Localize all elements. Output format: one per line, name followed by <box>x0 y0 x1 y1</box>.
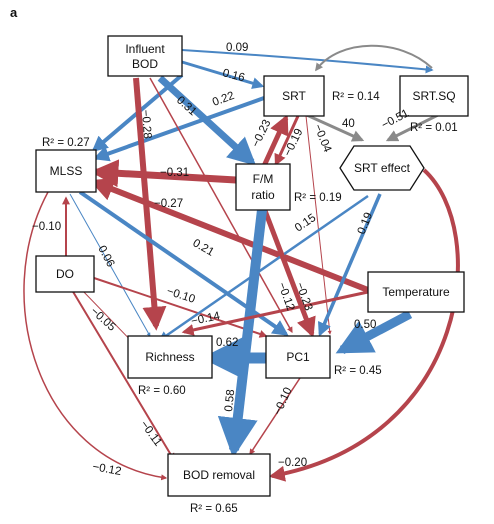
coef-mlss-rich: 0.06 <box>95 244 116 269</box>
edge-temp-pc1 <box>335 310 413 354</box>
node-pc1 <box>265 335 331 379</box>
node-label-influent-bod-1: Influent <box>125 42 165 56</box>
r2-mlss: R² = 0.27 <box>42 137 90 149</box>
node-temperature <box>367 271 465 313</box>
node-labels: Influent BOD SRT SRT.SQ MLSS F/M ratio S… <box>50 42 456 482</box>
node-label-fm-2: ratio <box>251 188 275 202</box>
node-label-do: DO <box>56 267 74 281</box>
edge-fm-mlss <box>90 159 237 188</box>
coef-do-mlss: −0.10 <box>32 221 61 233</box>
coef-eff-rich: 0.15 <box>293 212 318 234</box>
nodes <box>35 35 469 497</box>
coef-eff-bodrem: −0.20 <box>278 457 307 469</box>
edge-eff-pc1 <box>317 193 382 337</box>
node-label-fm-1: F/M <box>253 172 274 186</box>
node-label-srt-sq: SRT.SQ <box>412 89 455 103</box>
edge-fm-pc1 <box>261 207 316 338</box>
coef-bod-srt: 0.16 <box>221 67 246 84</box>
edge-eff-bodrem <box>268 168 460 482</box>
edge-mlss-rich <box>69 193 151 337</box>
coef-pc1-bodrem: −0.10 <box>272 386 295 417</box>
coef-srt-eff: 40 <box>342 118 355 130</box>
edge-bod-pc1 <box>149 77 293 334</box>
coef-mlss-pc1: 0.21 <box>191 237 216 259</box>
coef-eff-pc1: 0.19 <box>356 211 376 236</box>
r2-srt-sq: R² = 0.01 <box>410 122 458 134</box>
edge-mlss-bodrem <box>23 191 168 481</box>
coef-pc1-rich: 0.62 <box>216 337 238 349</box>
node-fm-ratio <box>235 163 291 211</box>
coef-fm-srt: −0.23 <box>250 118 274 149</box>
edge-do-bodrem <box>71 289 175 462</box>
coef-fm-mlss: −0.31 <box>160 167 189 179</box>
edge-srt-eff <box>299 110 365 142</box>
edge-bod-fm <box>157 75 257 166</box>
r2-richness: R² = 0.60 <box>138 385 186 397</box>
r2-fm-ratio: R² = 0.19 <box>294 192 342 204</box>
coef-fm-bodrem: 0.58 <box>223 389 237 413</box>
node-srt <box>263 75 325 117</box>
node-label-influent-bod-2: BOD <box>132 57 158 71</box>
panel-label: a <box>10 5 18 20</box>
edge-srt-mlss <box>92 96 265 162</box>
node-influent-bod <box>107 35 183 77</box>
edge-srtsq-srt <box>315 44 433 72</box>
r2-labels: R² = 0.14 R² = 0.01 R² = 0.27 R² = 0.19 … <box>42 91 458 515</box>
r2-pc1: R² = 0.45 <box>334 365 382 377</box>
coef-temp-pc1: 0.50 <box>354 319 376 331</box>
edge-srt-fm <box>274 115 300 167</box>
node-label-mlss: MLSS <box>50 164 83 178</box>
edge-bod-srtsq <box>181 49 434 74</box>
node-do <box>35 255 95 293</box>
edge-fm-srt <box>261 114 289 168</box>
node-richness <box>127 335 213 379</box>
edge-srtsq-eff <box>385 112 441 142</box>
edge-do-pc1 <box>93 277 268 338</box>
edge-temp-mlss <box>89 177 370 293</box>
r2-srt: R² = 0.14 <box>332 91 380 103</box>
coef-mlss-bodrem: −0.12 <box>91 461 122 478</box>
node-label-temperature: Temperature <box>382 285 450 299</box>
node-srt-effect <box>339 145 425 191</box>
coef-temp-mlss: −0.27 <box>154 198 183 210</box>
edge-pc1-bodrem <box>249 377 301 456</box>
coef-bod-mlss: 0.22 <box>211 90 236 109</box>
coef-srt-pc1: −0.04 <box>311 123 333 155</box>
node-label-bod-removal: BOD removal <box>183 468 255 482</box>
edge-fm-bodrem <box>217 209 267 458</box>
coef-do-bodrem: −0.11 <box>138 419 164 449</box>
node-label-srt: SRT <box>282 89 306 103</box>
coef-bod-srtsq: 0.09 <box>226 42 248 54</box>
edge-srt-pc1 <box>305 115 332 335</box>
edge-temp-rich <box>181 290 369 336</box>
coef-do-rich: −0.05 <box>88 305 118 333</box>
node-label-richness: Richness <box>145 350 194 364</box>
edges <box>23 44 460 482</box>
node-srt-sq <box>399 75 469 117</box>
node-label-srt-effect: SRT effect <box>354 161 411 175</box>
edge-eff-rich <box>158 194 369 342</box>
coef-srtsq-eff: −0.51 <box>380 107 411 131</box>
r2-bod-removal: R² = 0.65 <box>190 503 238 515</box>
node-label-pc1: PC1 <box>286 350 310 364</box>
node-bod-removal <box>167 453 271 497</box>
coef-bod-rich: −0.28 <box>139 109 153 139</box>
edge-bod-srt <box>181 60 265 89</box>
node-mlss <box>35 149 97 193</box>
